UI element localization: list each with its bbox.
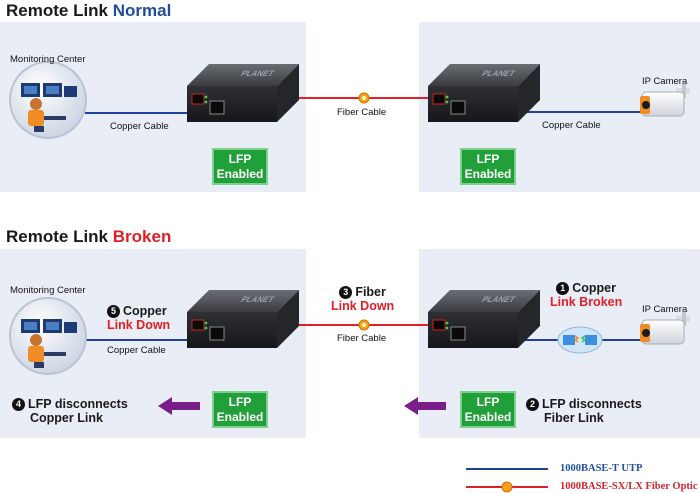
monitoring-center-label: Monitoring Center xyxy=(10,54,86,65)
ip-camera-label: IP Camera xyxy=(642,76,688,87)
monitoring-center-icon xyxy=(9,61,87,139)
brand-logo: PLANET xyxy=(480,69,518,78)
fiber-connector-dot xyxy=(362,96,366,100)
media-converter-icon: PLANET xyxy=(187,290,299,348)
fiber-connector-dot xyxy=(362,323,366,327)
fiber-cable-label: Fiber Cable xyxy=(337,333,387,344)
ip-camera-label: IP Camera xyxy=(642,304,688,315)
top-cables xyxy=(85,92,646,114)
legend-fiber-connector-icon xyxy=(501,481,513,493)
ip-camera-icon xyxy=(640,84,690,117)
arrow-left-icon xyxy=(404,397,446,415)
brand-logo: PLANET xyxy=(480,295,518,304)
media-converter-icon: PLANET xyxy=(187,64,299,122)
copper-cable-label: Copper Cable xyxy=(542,120,601,131)
monitoring-center-icon xyxy=(9,297,87,375)
legend-fiber-label: 1000BASE-SX/LX Fiber Optic xyxy=(560,481,698,492)
fiber-cable-label: Fiber Cable xyxy=(337,107,387,118)
broken-cable-icon xyxy=(557,326,603,354)
monitoring-center-label: Monitoring Center xyxy=(10,285,86,296)
copper-cable-label: Copper Cable xyxy=(107,345,166,356)
copper-cable-label: Copper Cable xyxy=(110,121,169,132)
media-converter-icon: PLANET xyxy=(428,64,540,122)
brand-logo: PLANET xyxy=(239,295,277,304)
arrow-left-icon xyxy=(158,397,200,415)
brand-logo: PLANET xyxy=(239,69,277,78)
section-title-broken: Remote Link Broken xyxy=(6,227,172,246)
section-title-normal: Remote Link Normal xyxy=(6,1,172,20)
legend-utp-label: 1000BASE-T UTP xyxy=(560,463,643,474)
ip-camera-icon xyxy=(640,312,690,345)
media-converter-icon: PLANET xyxy=(428,290,540,348)
